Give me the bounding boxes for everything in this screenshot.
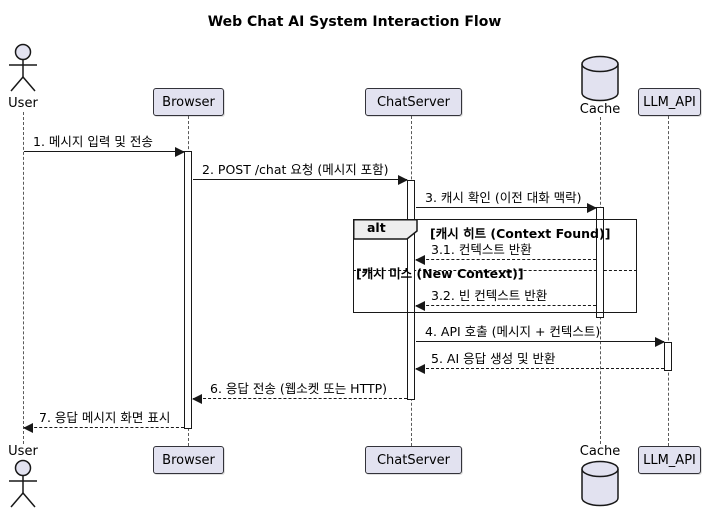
participant-bottom-llm-api: LLM_API bbox=[638, 446, 701, 474]
arrowhead-left-icon bbox=[192, 394, 202, 404]
message-2: 2. POST /chat 요청 (메시지 포함) bbox=[193, 162, 408, 185]
participant-label-browser-top: Browser bbox=[162, 94, 215, 110]
database-icon bbox=[580, 460, 620, 507]
alt-condition-1: [캐시 히트 (Context Found)] bbox=[430, 226, 611, 241]
database-bottom-cache bbox=[580, 460, 620, 507]
participant-label-cache-top: Cache bbox=[579, 102, 621, 117]
activation-cache bbox=[596, 207, 604, 318]
message-6-label: 6. 응답 전송 (웹소켓 또는 HTTP) bbox=[210, 381, 388, 396]
participant-bottom-browser: Browser bbox=[153, 446, 224, 474]
arrowhead-left-icon bbox=[415, 301, 425, 311]
message-3-2-label: 3.2. 빈 컨텍스트 반환 bbox=[431, 288, 548, 303]
actor-icon bbox=[5, 43, 41, 95]
activation-llm-api bbox=[664, 342, 672, 371]
participant-label-chatserver-top: ChatServer bbox=[376, 94, 450, 110]
actor-top-user bbox=[5, 43, 41, 95]
message-5: 5. AI 응답 생성 및 반환 bbox=[415, 351, 664, 374]
database-icon bbox=[580, 55, 620, 102]
lifeline-user bbox=[23, 112, 24, 444]
message-7-label: 7. 응답 메시지 화면 표시 bbox=[39, 410, 171, 425]
arrowhead-left-icon bbox=[415, 364, 425, 374]
message-3-1-arrow bbox=[415, 255, 596, 265]
message-7-arrow bbox=[23, 423, 184, 433]
activation-browser bbox=[184, 151, 192, 429]
arrowhead-right-icon bbox=[175, 147, 185, 157]
message-3-1-label: 3.1. 컨텍스트 반환 bbox=[431, 242, 532, 257]
lifeline-llm-api bbox=[668, 116, 669, 446]
message-3-arrow bbox=[416, 203, 597, 213]
message-7: 7. 응답 메시지 화면 표시 bbox=[23, 410, 184, 433]
message-3-label: 3. 캐시 확인 (이전 대화 맥락) bbox=[425, 190, 582, 205]
alt-condition-2: [캐시 미스 (New Context)] bbox=[356, 266, 524, 281]
message-5-arrow bbox=[415, 364, 664, 374]
message-4-arrow bbox=[416, 337, 665, 347]
arrowhead-right-icon bbox=[655, 337, 665, 347]
participant-label-user-bottom: User bbox=[8, 444, 38, 459]
arrowhead-right-icon bbox=[587, 203, 597, 213]
alt-operator-label: alt bbox=[367, 220, 386, 235]
participant-label-cache-bottom: Cache bbox=[579, 444, 621, 459]
participant-label-chatserver-bottom: ChatServer bbox=[376, 452, 450, 468]
message-3-1: 3.1. 컨텍스트 반환 bbox=[415, 242, 596, 265]
participant-top-browser: Browser bbox=[153, 88, 224, 116]
message-4: 4. API 호출 (메시지 + 컨텍스트) bbox=[416, 324, 665, 347]
participant-label-llm-api-top: LLM_API bbox=[643, 94, 696, 110]
message-3: 3. 캐시 확인 (이전 대화 맥락) bbox=[416, 190, 597, 213]
message-3-2-arrow bbox=[415, 301, 596, 311]
participant-label-browser-bottom: Browser bbox=[162, 452, 215, 468]
message-1-label: 1. 메시지 입력 및 전송 bbox=[33, 134, 153, 149]
message-1-arrow bbox=[24, 147, 185, 157]
arrowhead-left-icon bbox=[23, 423, 33, 433]
message-2-label: 2. POST /chat 요청 (메시지 포함) bbox=[202, 162, 389, 177]
alt-frame: alt bbox=[353, 219, 637, 313]
message-2-arrow bbox=[193, 175, 408, 185]
message-1: 1. 메시지 입력 및 전송 bbox=[24, 134, 185, 157]
activation-chatserver bbox=[407, 180, 415, 400]
arrowhead-right-icon bbox=[398, 175, 408, 185]
database-top-cache bbox=[580, 55, 620, 102]
actor-icon bbox=[5, 459, 41, 511]
participant-bottom-chatserver: ChatServer bbox=[365, 446, 462, 474]
actor-bottom-user bbox=[5, 459, 41, 511]
alt-divider bbox=[353, 270, 637, 271]
participant-label-llm-api-bottom: LLM_API bbox=[643, 452, 696, 468]
participant-top-chatserver: ChatServer bbox=[365, 88, 462, 116]
message-6: 6. 응답 전송 (웹소켓 또는 HTTP) bbox=[192, 381, 407, 404]
message-3-2: 3.2. 빈 컨텍스트 반환 bbox=[415, 288, 596, 311]
alt-frame-header: alt bbox=[353, 219, 419, 240]
participant-label-user-top: User bbox=[8, 96, 38, 111]
participant-top-llm-api: LLM_API bbox=[638, 88, 701, 116]
arrowhead-left-icon bbox=[415, 255, 425, 265]
message-4-label: 4. API 호출 (메시지 + 컨텍스트) bbox=[425, 324, 601, 339]
diagram-title: Web Chat AI System Interaction Flow bbox=[207, 14, 502, 30]
message-6-arrow bbox=[192, 394, 407, 404]
message-5-label: 5. AI 응답 생성 및 반환 bbox=[431, 351, 556, 366]
